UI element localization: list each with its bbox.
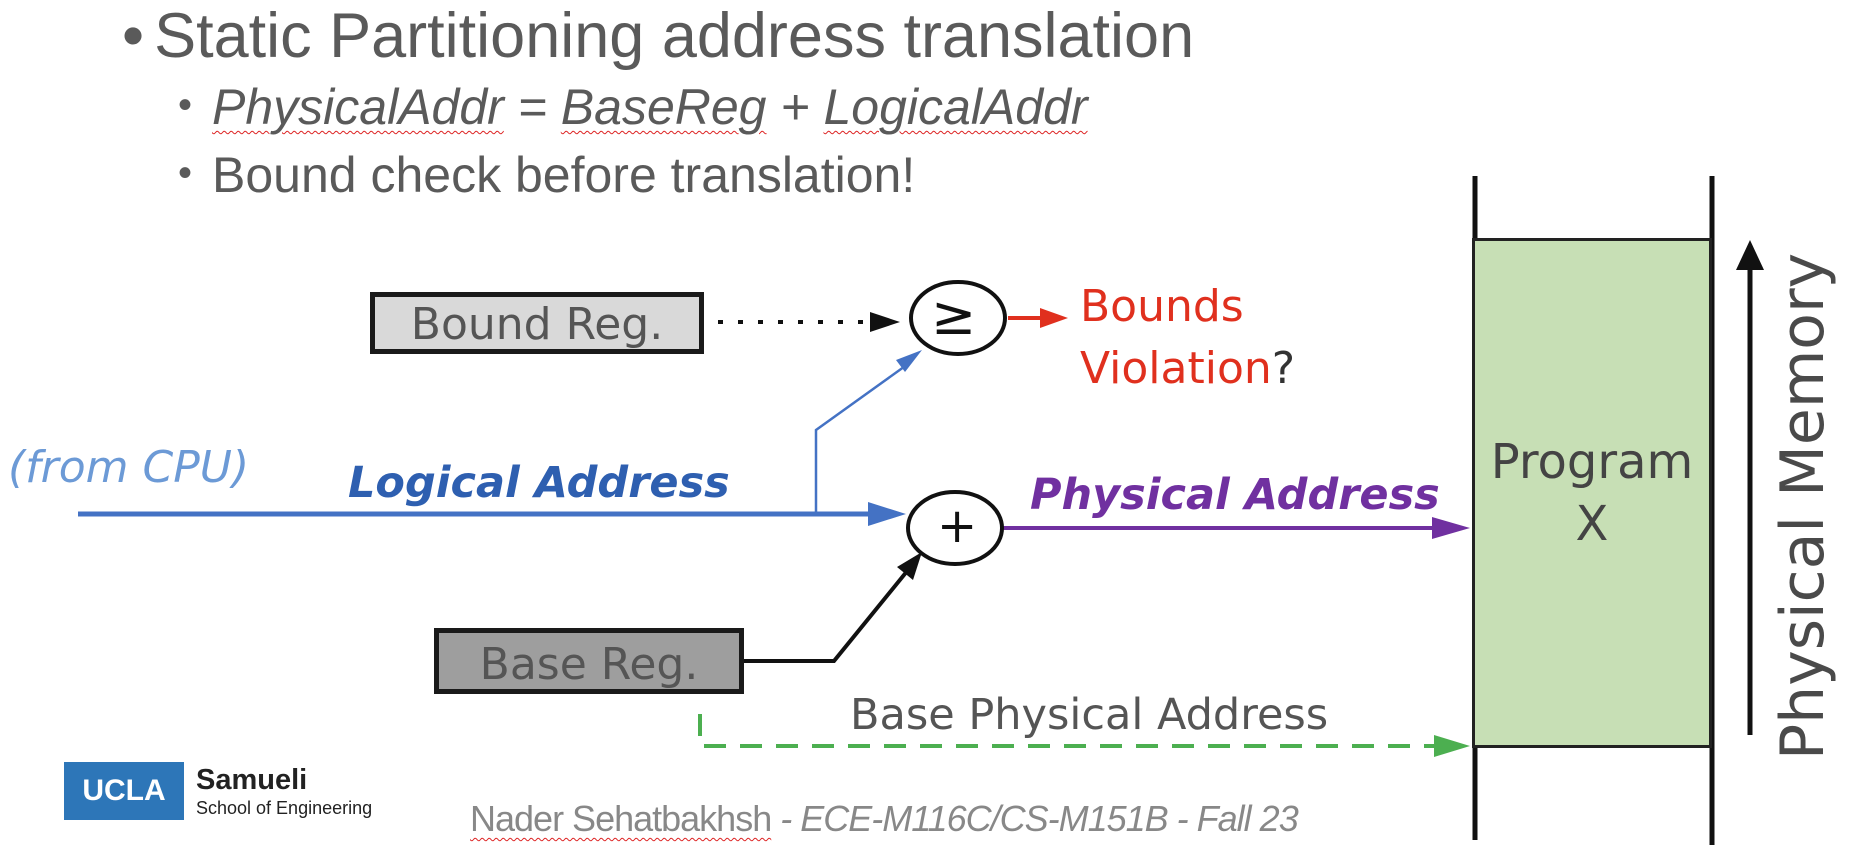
formula: PhysicalAddr = BaseReg + LogicalAddr xyxy=(212,79,1088,135)
formula-equals: = xyxy=(503,79,561,135)
formula-logical: LogicalAddr xyxy=(823,79,1088,135)
formula-base: BaseReg xyxy=(560,79,767,135)
logical-address-arrowhead xyxy=(868,502,906,526)
formula-physical: PhysicalAddr xyxy=(212,79,504,135)
bounds-violation-label: Bounds Violation? xyxy=(1080,276,1295,399)
base-to-adder-line xyxy=(742,568,910,663)
formula-plus: + xyxy=(766,79,824,135)
bullet-dot: • xyxy=(122,1,145,71)
bullet-check: • Bound check before translation! xyxy=(178,146,915,204)
footer-credit: Nader Sehatbakhsh - ECE-M116C/CS-M151B -… xyxy=(470,798,1299,840)
bullet-dot: • xyxy=(178,151,193,195)
samueli-logo-text: Samueli xyxy=(196,764,308,796)
logical-address-label: Logical Address xyxy=(348,458,730,508)
bullet-dot: • xyxy=(178,83,193,127)
base-register-label: Base Reg. xyxy=(479,639,699,690)
compare-symbol: ≥ xyxy=(931,284,977,347)
physical-address-label: Physical Address xyxy=(1030,470,1440,520)
bound-arrowhead xyxy=(870,312,900,332)
footer-course: - ECE-M116C/CS-M151B - Fall 23 xyxy=(771,798,1298,839)
bounds-violation-question: ? xyxy=(1271,342,1296,394)
compare-branch-arrowhead xyxy=(896,350,922,372)
program-x-block: Program X xyxy=(1472,238,1712,748)
bounds-violation-line2: Violation xyxy=(1080,342,1272,394)
adder-node xyxy=(906,490,1004,566)
bullet-main-text: Static Partitioning address translation xyxy=(154,1,1195,71)
base-physical-address-label: Base Physical Address xyxy=(850,690,1329,740)
compare-branch-line xyxy=(814,362,909,512)
ucla-logo: UCLA xyxy=(64,762,184,820)
bounds-violation-line1: Bounds xyxy=(1080,281,1244,332)
violation-arrowhead xyxy=(1040,308,1068,328)
compare-node xyxy=(909,280,1007,356)
physical-address-arrowhead xyxy=(1432,517,1470,539)
base-physical-dashed-line xyxy=(698,714,1438,748)
from-cpu-label: (from CPU) xyxy=(8,442,250,493)
bullet-main: •Static Partitioning address translation xyxy=(122,0,1194,72)
program-label-line2: X xyxy=(1575,496,1609,552)
base-register: Base Reg. xyxy=(434,628,744,694)
program-label-line1: Program xyxy=(1490,433,1694,490)
bound-register-label: Bound Reg. xyxy=(410,299,664,350)
physical-memory-label: Physical Memory xyxy=(1768,252,1838,760)
footer-author: Nader Sehatbakhsh xyxy=(470,798,772,839)
school-of-engineering-text: School of Engineering xyxy=(196,798,373,818)
base-to-adder-arrowhead xyxy=(897,552,922,580)
bullet-formula: • PhysicalAddr = BaseReg + LogicalAddr xyxy=(178,78,1088,136)
bullet-check-text: Bound check before translation! xyxy=(212,147,916,203)
base-physical-arrowhead xyxy=(1434,735,1470,757)
bound-register: Bound Reg. xyxy=(370,292,704,354)
memory-arrowhead xyxy=(1736,240,1764,270)
add-symbol: + xyxy=(937,498,978,554)
